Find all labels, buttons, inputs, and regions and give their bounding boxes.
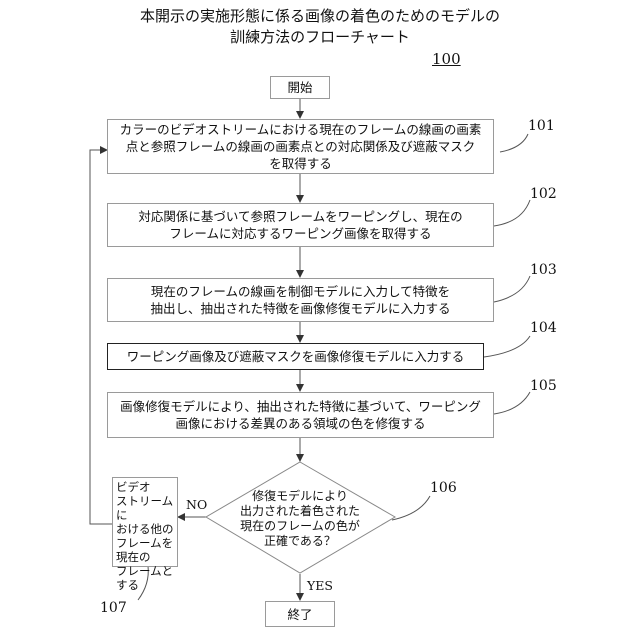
leader-103	[494, 276, 530, 302]
side-step-line-7: する	[116, 578, 174, 592]
step-103-line-2: 抽出し、抽出された特徴を画像修復モデルに入力する	[150, 300, 450, 317]
figure-number: 100	[432, 50, 461, 68]
step-box-105: 画像修復モデルにより、抽出された特徴に基づいて、ワーピング 画像における差異のあ…	[107, 392, 494, 438]
step-box-101: カラーのビデオストリームにおける現在のフレームの線画の画素 点と参照フレームの線…	[107, 119, 494, 174]
title-line-1: 本開示の実施形態に係る画像の着色のためのモデルの	[60, 6, 580, 27]
end-label: 終了	[287, 606, 312, 623]
decision-no-label: NO	[186, 497, 207, 512]
start-box: 開始	[270, 76, 330, 99]
leader-104	[484, 336, 530, 357]
leader-102	[494, 200, 530, 226]
decision-yes-label: YES	[307, 578, 333, 593]
step-103-line-1: 現在のフレームの線画を制御モデルに入力して特徴を	[150, 283, 450, 300]
decision-line-1: 修復モデルにより	[232, 489, 368, 504]
ref-101: 101	[528, 118, 555, 134]
decision-text: 修復モデルにより 出力された着色された 現在のフレームの色が 正確である？	[232, 489, 368, 549]
step-101-line-1: カラーのビデオストリームにおける現在のフレームの線画の画素	[120, 121, 482, 138]
step-101-line-2: 点と参照フレームの線画の画素点との対応関係及び遮蔽マスク	[120, 138, 482, 155]
side-step-line-1: ビデオ	[116, 480, 174, 494]
ref-106: 106	[430, 480, 457, 496]
leader-105	[494, 392, 530, 414]
ref-107: 107	[100, 600, 127, 616]
step-105-line-2: 画像における差異のある領域の色を修復する	[120, 415, 481, 432]
side-step-line-3: おける他の	[116, 522, 174, 536]
title-line-2: 訓練方法のフローチャート	[60, 27, 580, 48]
side-step-line-5: 現在の	[116, 550, 174, 564]
side-step-line-2: ストリームに	[116, 494, 174, 522]
ref-105: 105	[530, 378, 557, 394]
step-105-line-1: 画像修復モデルにより、抽出された特徴に基づいて、ワーピング	[120, 398, 481, 415]
side-step-box-107: ビデオ ストリームに おける他の フレームを 現在の フレームと する	[112, 477, 178, 567]
step-101-line-3: を取得する	[120, 155, 482, 172]
step-box-104: ワーピング画像及び遮蔽マスクを画像修復モデルに入力する	[107, 343, 484, 370]
step-102-line-2: フレームに対応するワーピング画像を取得する	[138, 225, 462, 242]
step-104-line-1: ワーピング画像及び遮蔽マスクを画像修復モデルに入力する	[127, 348, 465, 365]
decision-line-3: 現在のフレームの色が	[232, 519, 368, 534]
leader-101	[500, 134, 528, 152]
end-box: 終了	[265, 601, 335, 627]
step-box-103: 現在のフレームの線画を制御モデルに入力して特徴を 抽出し、抽出された特徴を画像修…	[107, 278, 494, 322]
start-label: 開始	[287, 79, 312, 96]
ref-102: 102	[530, 186, 557, 202]
decision-line-2: 出力された着色された	[232, 504, 368, 519]
step-box-102: 対応関係に基づいて参照フレームをワーピングし、現在の フレームに対応するワーピン…	[107, 203, 494, 247]
ref-104: 104	[530, 320, 557, 336]
decision-line-4: 正確である？	[232, 534, 368, 549]
diagram-title: 本開示の実施形態に係る画像の着色のためのモデルの 訓練方法のフローチャート	[60, 6, 580, 48]
leader-106	[392, 496, 430, 520]
ref-103: 103	[530, 262, 557, 278]
side-step-line-4: フレームを	[116, 536, 174, 550]
step-102-line-1: 対応関係に基づいて参照フレームをワーピングし、現在の	[138, 208, 462, 225]
side-step-line-6: フレームと	[116, 564, 174, 578]
